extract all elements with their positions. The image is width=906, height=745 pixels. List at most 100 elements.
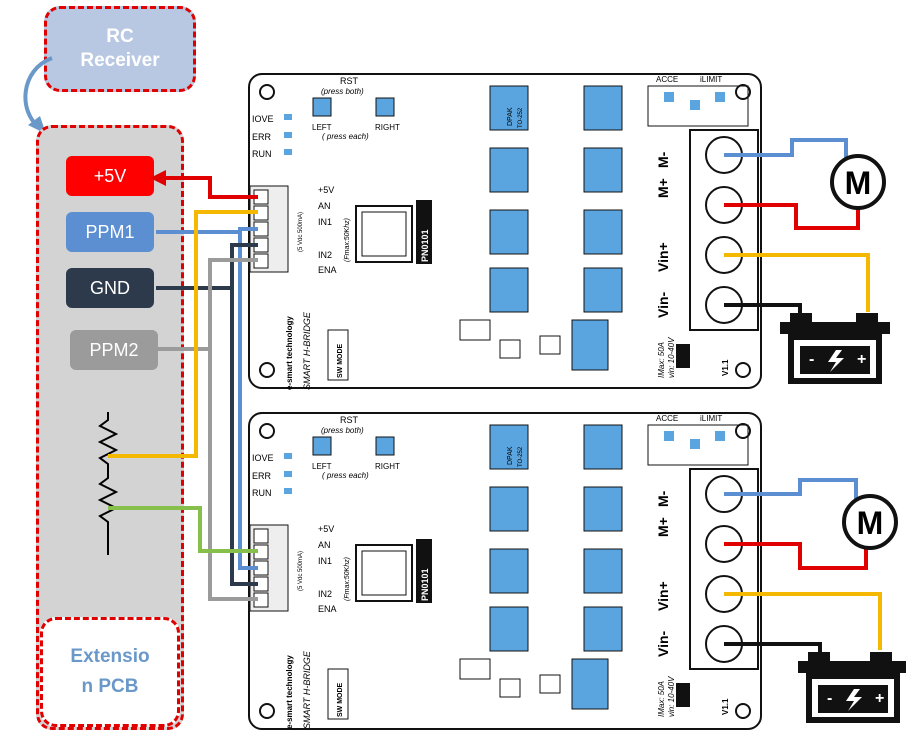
vin-minus-label: Vin-	[655, 630, 671, 657]
battery-top-minus: -	[809, 351, 814, 368]
pin-label-in1: IN1	[318, 556, 332, 566]
vin-plus-label: Vin+	[655, 242, 671, 272]
sw-mode-label: SW MODE	[337, 343, 344, 378]
wire-motor-bottom-minus	[724, 478, 858, 500]
to252-label: TO-252	[518, 107, 524, 128]
rc-receiver-label-line1: RC	[106, 26, 134, 47]
version-label: V1.1	[721, 698, 730, 715]
press-both-label: (press both)	[321, 87, 364, 96]
sw-mode-label: SW MODE	[337, 682, 344, 717]
ilimit-label: iLIMIT	[700, 414, 722, 423]
wire-ppm2-bottom	[208, 349, 258, 601]
imax-label: IMax: 50A	[657, 342, 666, 378]
pin-gnd: GND	[66, 268, 154, 308]
m-minus-label: M-	[655, 490, 671, 507]
err-label: ERR	[252, 471, 272, 481]
pin-label-ena: ENA	[318, 604, 337, 614]
chip-label: PN0101	[420, 568, 430, 601]
pin-gnd-label: GND	[90, 277, 130, 298]
battery-top-plus: +	[857, 351, 866, 368]
pin-ppm2: PPM2	[70, 330, 158, 370]
battery-top: - +	[780, 313, 890, 384]
vin-range-label: vin: 10-40V	[667, 676, 676, 717]
right-label: RIGHT	[375, 462, 400, 471]
pin-label-5v: +5V	[318, 185, 334, 195]
iove-label: IOVE	[252, 453, 274, 463]
run-label: RUN	[252, 488, 272, 498]
acce-label: ACCE	[656, 75, 678, 84]
wire-ppm1-bottom	[238, 232, 258, 570]
version-label: V1.1	[721, 359, 730, 376]
resistor-lower	[97, 470, 119, 555]
press-both-label: (press both)	[321, 426, 364, 435]
ilimit-label: iLIMIT	[700, 75, 722, 84]
iove-label: IOVE	[252, 114, 274, 124]
brand-label: e-smart technology	[285, 316, 294, 390]
left-label: LEFT	[312, 123, 332, 132]
wire-ppm2	[158, 258, 258, 351]
m-plus-label: M+	[655, 178, 671, 198]
dpak-label: DPAK	[507, 107, 514, 126]
wire-gnd-bottom	[230, 288, 258, 586]
wire-5v-arrowhead	[150, 170, 166, 186]
rc-receiver: RC Receiver	[44, 6, 196, 92]
left-label: LEFT	[312, 462, 332, 471]
brand-label: e-smart technology	[285, 655, 294, 729]
board-bottom-details: RST (press both) LEFT RIGHT ( press each…	[249, 414, 759, 729]
err-label: ERR	[252, 132, 272, 142]
acce-label: ACCE	[656, 414, 678, 423]
fmax-label: (Fmax:50Khz)	[344, 218, 351, 262]
pin-label-an: AN	[318, 201, 331, 211]
pin-ppm1-label: PPM1	[85, 221, 135, 242]
m-minus-label: M-	[655, 151, 671, 168]
wire-motor-top-plus	[724, 202, 860, 230]
motor-bottom: M	[842, 494, 898, 550]
pin-ppm1: PPM1	[66, 212, 154, 252]
wire-5v	[160, 176, 258, 199]
motor-top: M	[830, 154, 886, 210]
to252-label: TO-252	[518, 446, 524, 467]
pin-ppm2-label: PPM2	[89, 339, 139, 360]
supply-label: (5 Vdc 500mA)	[298, 551, 304, 591]
battery-bottom-minus: -	[827, 690, 832, 707]
pin-label-5v: +5V	[318, 524, 334, 534]
pin-5v-label: +5V	[93, 165, 127, 186]
wire-an-top	[108, 210, 258, 458]
rst-label: RST	[340, 415, 359, 425]
pin-label-in2: IN2	[318, 589, 332, 599]
pin-label-ena: ENA	[318, 265, 337, 275]
chip-label: PN0101	[420, 229, 430, 262]
wire-motor-top-minus	[724, 138, 848, 158]
extension-pcb-label-line2: n PCB	[81, 676, 139, 697]
wire-batt-bottom-minus	[724, 642, 822, 654]
wire-batt-bottom-plus	[724, 592, 882, 650]
imax-label: IMax: 50A	[657, 681, 666, 717]
pin-label-in2: IN2	[318, 250, 332, 260]
wire-batt-top-minus	[724, 303, 802, 316]
vin-plus-label: Vin+	[655, 581, 671, 611]
resistor-upper	[97, 412, 119, 470]
product-label: SMART H-BRIDGE	[302, 650, 312, 729]
wire-motor-bottom-plus	[724, 542, 868, 570]
pin-label-an: AN	[318, 540, 331, 550]
motor-top-label: M	[845, 165, 872, 201]
wire-batt-top-plus	[724, 253, 870, 312]
right-label: RIGHT	[375, 123, 400, 132]
extension-pcb-label: Extensio n PCB	[40, 617, 180, 727]
rst-label: RST	[340, 76, 359, 86]
m-plus-label: M+	[655, 517, 671, 537]
fmax-label: (Fmax:50Khz)	[344, 557, 351, 601]
product-label: SMART H-BRIDGE	[302, 311, 312, 390]
supply-label: (5 Vdc 500mA)	[298, 212, 304, 252]
rc-receiver-label-line2: Receiver	[80, 50, 160, 71]
board-top-details: RST (press both) LEFT RIGHT ( press each…	[249, 75, 759, 390]
motor-bottom-label: M	[857, 505, 884, 541]
wire-an-bottom	[108, 506, 258, 553]
press-each-label: ( press each)	[322, 132, 369, 141]
pin-5v: +5V	[66, 156, 154, 196]
dpak-label: DPAK	[507, 446, 514, 465]
